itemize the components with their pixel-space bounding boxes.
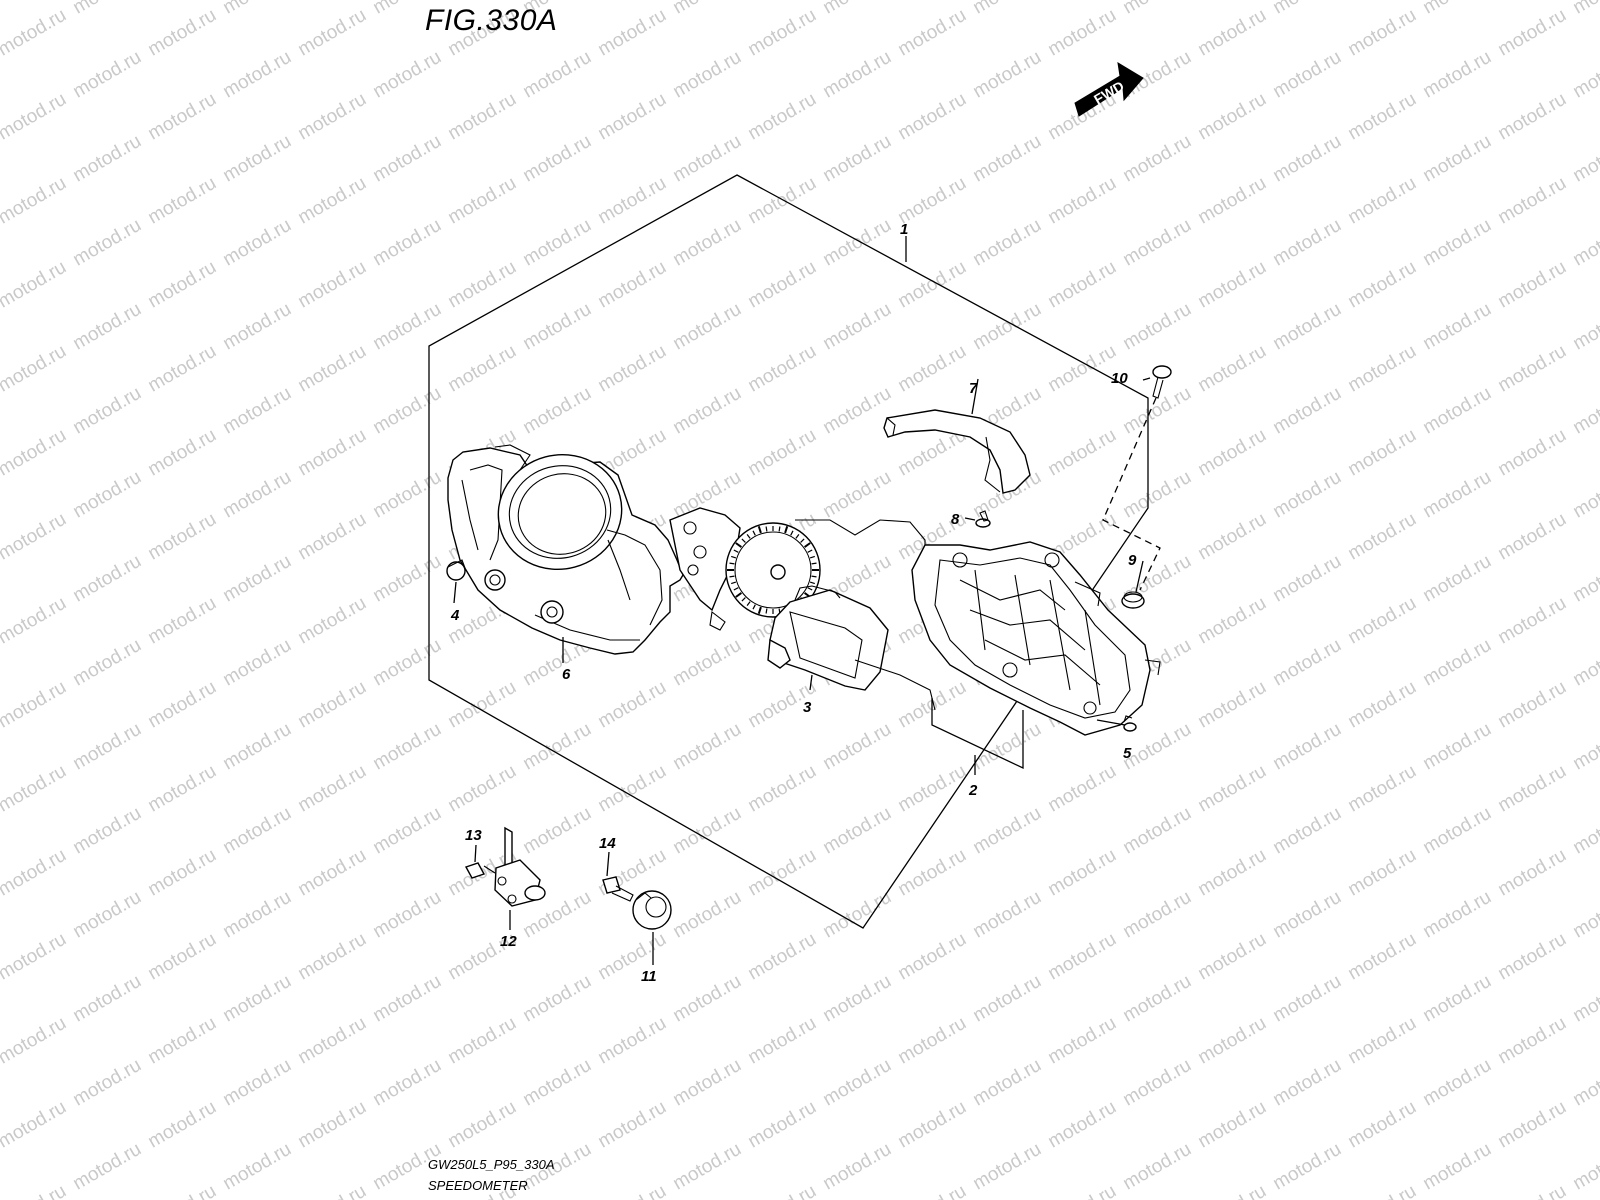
tachometer-tick [735, 542, 742, 548]
grommet-part [1121, 591, 1145, 609]
tachometer-tick [752, 604, 756, 610]
callout-5: 5 [1123, 745, 1132, 762]
tachometer-tick [735, 592, 742, 598]
callout-3: 3 [803, 699, 812, 716]
callout-10: 10 [1111, 370, 1128, 387]
callout-11: 11 [641, 968, 657, 985]
tachometer-tick [811, 562, 817, 565]
tachometer-tick [809, 581, 815, 585]
tachometer-tick [807, 549, 813, 553]
diagram-name: SPEEDOMETER [428, 1178, 528, 1193]
tachometer-tick [811, 575, 817, 578]
screw-part-8 [975, 510, 991, 528]
tachometer-tick [807, 587, 813, 591]
tachometer-tick [784, 525, 789, 534]
tachometer-tick [731, 581, 737, 585]
visor-part [883, 409, 1031, 494]
tachometer-tick [731, 555, 737, 559]
fwd-arrow-icon: FWD [1074, 62, 1144, 117]
diagram-code: GW250L5_P95_330A [428, 1157, 555, 1172]
bolt-part-14 [602, 876, 634, 902]
rear-case-part [795, 519, 1161, 736]
speed-sensor-part [494, 826, 546, 907]
callout-4: 4 [450, 607, 460, 624]
callout-1: 1 [900, 221, 908, 238]
callout-6: 6 [562, 666, 571, 683]
tachometer-tick [729, 575, 735, 578]
tachometer-tick [741, 538, 746, 543]
tachometer-tick [729, 562, 735, 565]
meter-unit-part [669, 507, 889, 691]
tachometer-tick [741, 597, 746, 602]
callout-12: 12 [500, 933, 517, 950]
callout-8: 8 [951, 511, 960, 528]
tachometer-tick [757, 525, 762, 534]
front-housing-part [447, 444, 684, 655]
bolt-part-13 [464, 862, 496, 879]
tachometer-tick [765, 526, 768, 532]
callout-2: 2 [968, 782, 978, 799]
tachometer-tick [733, 549, 739, 553]
tachometer-tick [778, 526, 781, 532]
tachometer-tick [795, 534, 800, 539]
tachometer-tick [809, 555, 815, 559]
screw-part-5 [1123, 715, 1137, 732]
tachometer-tick [800, 538, 805, 543]
screw-part-10 [1152, 365, 1172, 399]
callout-7: 7 [969, 380, 978, 397]
rubber-knob-part [446, 559, 466, 581]
tachometer-tick [733, 587, 739, 591]
assembly-outline [428, 174, 1149, 929]
flange-ring-part [632, 890, 672, 930]
tachometer-tick [746, 534, 751, 539]
tachometer-tick [746, 601, 751, 606]
tachometer-tick [790, 530, 794, 536]
tachometer-tick [804, 542, 811, 548]
tachometer-tick [757, 606, 762, 615]
callout-13: 13 [465, 827, 482, 844]
tachometer-tick [752, 530, 756, 536]
figure-title: FIG.330A [425, 4, 558, 37]
callout-9: 9 [1128, 552, 1137, 569]
tachometer-tick [765, 608, 768, 614]
callout-14: 14 [599, 835, 616, 852]
